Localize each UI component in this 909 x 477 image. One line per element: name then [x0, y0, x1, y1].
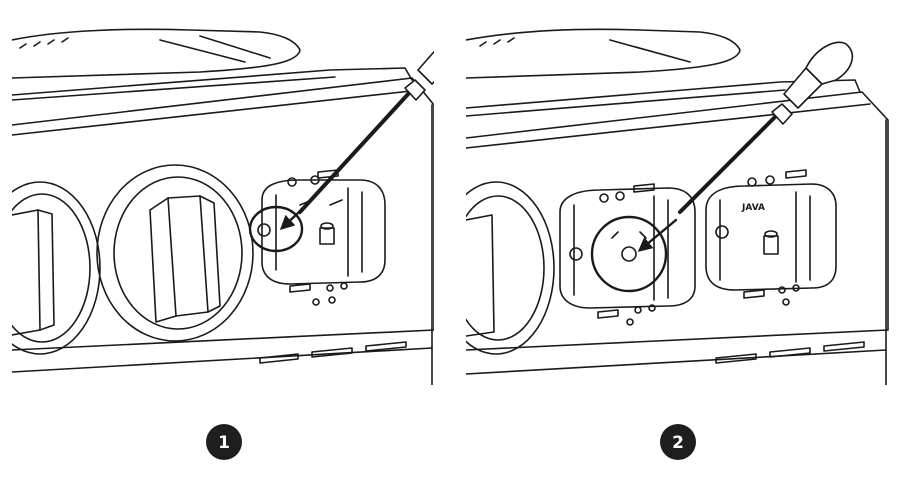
step-badge-circle [660, 424, 696, 460]
control-panel [12, 77, 434, 385]
knob-left [12, 181, 101, 355]
highlight-circle-icon [590, 215, 668, 293]
knob-left [466, 181, 555, 355]
arrow-icon [279, 198, 314, 230]
screwdriver-icon [298, 50, 434, 214]
control-panel [466, 91, 889, 385]
knob-middle [96, 164, 254, 342]
hob-top [12, 28, 413, 101]
brand-logo: JAVA [741, 203, 765, 213]
highlight-circle-icon [248, 205, 304, 253]
step-badge-1: 1 [206, 424, 242, 460]
panel-step-1 [12, 28, 434, 385]
arrow-icon [637, 218, 678, 252]
screwdriver-icon [678, 41, 854, 214]
thermostat-cavity [261, 169, 386, 306]
panel-step-2: JAVA [466, 28, 889, 385]
thermostat-cavity-1 [559, 183, 696, 326]
step-number: 1 [218, 433, 230, 453]
thermostat-cavity-2: JAVA [705, 169, 837, 306]
step-number: 2 [672, 433, 684, 453]
step-badge-2: 2 [660, 424, 696, 460]
step-badge-circle [206, 424, 242, 460]
